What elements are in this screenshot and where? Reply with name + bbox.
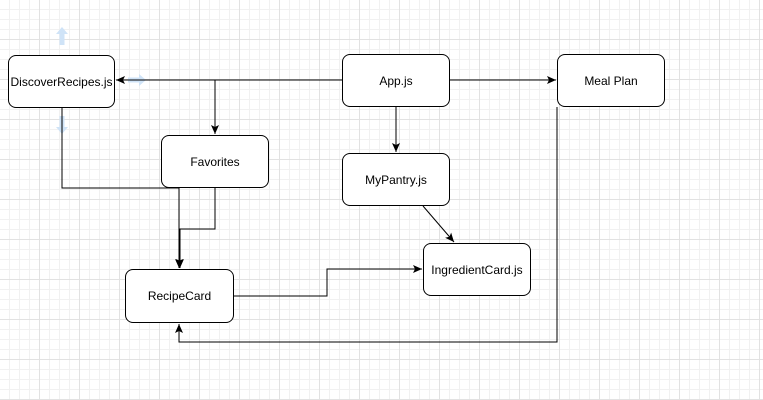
hint-arrow-up-icon[interactable] bbox=[56, 27, 68, 45]
node-meal-plan[interactable]: Meal Plan bbox=[557, 54, 665, 107]
node-recipe-card[interactable]: RecipeCard bbox=[125, 269, 234, 323]
node-ingredient-card[interactable]: IngredientCard.js bbox=[423, 243, 531, 296]
node-label: Meal Plan bbox=[584, 73, 638, 88]
edge-mealplan-to-recipecard[interactable] bbox=[175, 107, 558, 343]
node-label: MyPantry.js bbox=[365, 172, 427, 187]
node-label: RecipeCard bbox=[147, 289, 212, 303]
edge-pantry-to-ingredient[interactable] bbox=[422, 205, 455, 243]
edge-discover-to-recipecard[interactable] bbox=[61, 108, 183, 268]
node-discover-recipes[interactable]: DiscoverRecipes.js bbox=[8, 55, 115, 108]
edge-favorites-to-recipecard[interactable] bbox=[176, 188, 216, 268]
node-favorites[interactable]: Favorites bbox=[161, 135, 269, 188]
node-app[interactable]: App.js bbox=[342, 54, 450, 107]
node-my-pantry[interactable]: MyPantry.js bbox=[342, 153, 450, 206]
edge-recipecard-to-ingredient[interactable] bbox=[234, 265, 422, 297]
node-label: DiscoverRecipes.js bbox=[10, 74, 113, 89]
node-label: App.js bbox=[379, 73, 413, 88]
node-label: IngredientCard.js bbox=[431, 262, 523, 277]
node-label: Favorites bbox=[190, 154, 240, 169]
